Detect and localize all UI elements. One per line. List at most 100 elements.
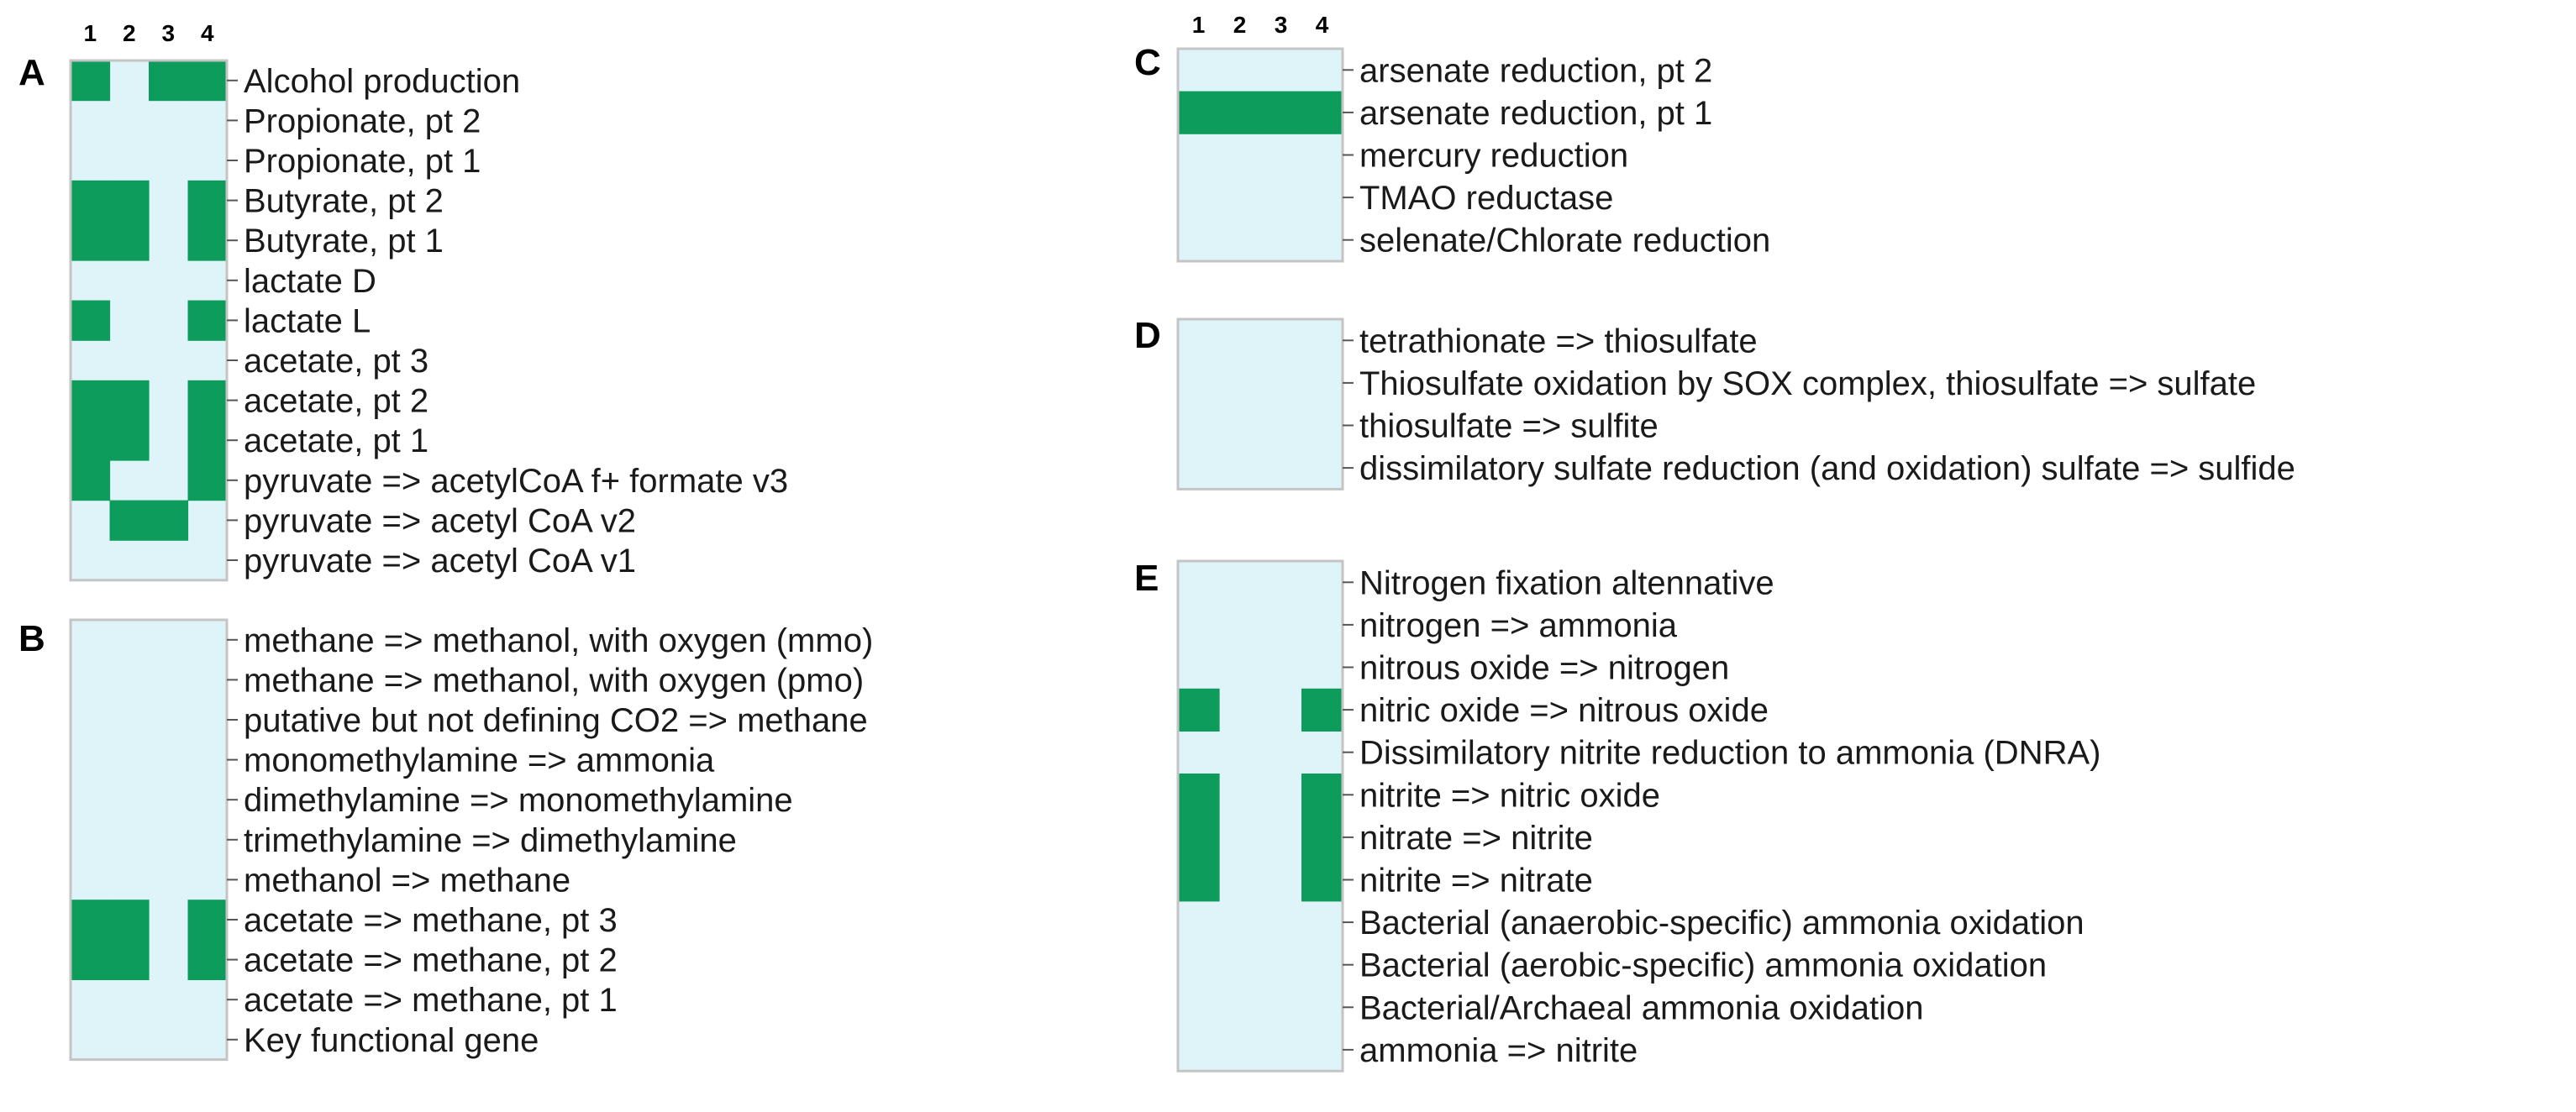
- column-header-a-3: 3: [161, 20, 175, 46]
- heatmap-cell-a-r1-c1: [71, 60, 111, 102]
- row-label-a-11: pyruvate => acetylCoA f+ formate v3: [244, 463, 788, 500]
- row-label-e-11: Bacterial/Archaeal ammonia oxidation: [1359, 989, 1923, 1026]
- row-label-e-4: nitric oxide => nitrous oxide: [1359, 692, 1769, 729]
- row-label-c-3: mercury reduction: [1359, 138, 1628, 175]
- column-header-c-4: 4: [1316, 12, 1329, 38]
- heatmap-cell-a-r5-c1: [71, 220, 111, 261]
- row-label-e-1: Nitrogen fixation altennative: [1359, 564, 1774, 601]
- heatmap-cell-a-r12-c3: [149, 500, 189, 541]
- row-label-a-2: Propionate, pt 2: [244, 102, 481, 139]
- heatmap-cell-e-r8-c4: [1301, 858, 1343, 902]
- row-label-b-2: methane => methanol, with oxygen (pmo): [244, 662, 864, 699]
- panel-letter-a: A: [18, 52, 45, 93]
- row-label-a-12: pyruvate => acetyl CoA v2: [244, 502, 636, 539]
- row-label-c-1: arsenate reduction, pt 2: [1359, 52, 1712, 89]
- heatmap-cell-e-r7-c1: [1178, 816, 1220, 859]
- heatmap-cell-a-r10-c1: [71, 420, 111, 461]
- panel-e-frame: [1176, 559, 1344, 1073]
- panel-c-background: [1178, 49, 1343, 261]
- row-label-b-7: methanol => methane: [244, 862, 570, 899]
- row-label-b-5: dimethylamine => monomethylamine: [244, 782, 793, 819]
- heatmap-cell-a-r11-c1: [71, 460, 111, 501]
- row-label-a-3: Propionate, pt 1: [244, 143, 481, 180]
- row-label-d-1: tetrathionate => thiosulfate: [1359, 323, 1758, 359]
- column-header-c-1: 1: [1192, 12, 1206, 38]
- panel-letter-c: C: [1134, 42, 1161, 83]
- heatmap-cell-c-r2-c2: [1219, 91, 1261, 134]
- row-label-b-9: acetate => methane, pt 2: [244, 942, 618, 979]
- row-label-c-2: arsenate reduction, pt 1: [1359, 95, 1712, 132]
- column-header-a-4: 4: [201, 20, 214, 46]
- row-label-d-3: thiosulfate => sulfite: [1359, 408, 1659, 445]
- heatmap-cell-b-r8-c2: [109, 900, 150, 941]
- heatmap-cell-a-r1-c4: [187, 60, 228, 102]
- heatmap-cell-e-r4-c4: [1301, 688, 1343, 732]
- row-label-a-13: pyruvate => acetyl CoA v1: [244, 543, 636, 580]
- row-label-b-4: monomethylamine => ammonia: [244, 742, 715, 779]
- row-label-e-6: nitrite => nitric oxide: [1359, 777, 1660, 814]
- heatmap-cell-a-r10-c2: [109, 420, 150, 461]
- row-label-e-7: nitrate => nitrite: [1359, 820, 1593, 857]
- row-label-a-8: acetate, pt 3: [244, 343, 428, 380]
- column-header-a-2: 2: [123, 20, 136, 46]
- heatmap-cell-c-r2-c3: [1260, 91, 1302, 134]
- heatmap-cell-a-r10-c4: [187, 420, 228, 461]
- heatmap-cell-e-r6-c4: [1301, 774, 1343, 817]
- heatmap-cell-a-r9-c4: [187, 380, 228, 421]
- heatmap-cell-b-r9-c1: [71, 939, 111, 980]
- panel-d-background: [1178, 319, 1343, 490]
- panel-b-background: [71, 620, 227, 1060]
- row-label-a-10: acetate, pt 1: [244, 422, 428, 459]
- heatmap-cell-a-r9-c2: [109, 380, 150, 421]
- row-label-e-8: nitrite => nitrate: [1359, 863, 1593, 900]
- heatmap-cell-e-r6-c1: [1178, 774, 1220, 817]
- row-label-a-4: Butyrate, pt 2: [244, 183, 444, 220]
- row-label-e-9: Bacterial (anaerobic-specific) ammonia o…: [1359, 905, 2084, 942]
- row-label-e-5: Dissimilatory nitrite reduction to ammon…: [1359, 735, 2100, 772]
- row-label-c-5: selenate/Chlorate reduction: [1359, 223, 1770, 260]
- heatmap-cell-a-r1-c3: [149, 60, 189, 102]
- row-label-d-2: Thiosulfate oxidation by SOX complex, th…: [1359, 365, 2256, 402]
- heatmap-cell-e-r7-c4: [1301, 816, 1343, 859]
- heatmap-cell-e-r4-c1: [1178, 688, 1220, 732]
- heatmap-cell-a-r7-c1: [71, 300, 111, 341]
- column-header-a-1: 1: [83, 20, 97, 46]
- panel-letter-e: E: [1134, 558, 1159, 599]
- heatmap-cell-c-r2-c4: [1301, 91, 1343, 134]
- row-label-e-3: nitrous oxide => nitrogen: [1359, 650, 1729, 687]
- heatmap-cell-b-r9-c4: [187, 939, 228, 980]
- row-label-a-1: Alcohol production: [244, 63, 520, 100]
- row-label-b-8: acetate => methane, pt 3: [244, 902, 618, 939]
- row-label-b-6: trimethylamine => dimethylamine: [244, 822, 737, 859]
- row-label-d-4: dissimilatory sulfate reduction (and oxi…: [1359, 450, 2295, 487]
- heatmap-cell-b-r9-c2: [109, 939, 150, 980]
- panel-letter-b: B: [18, 618, 45, 659]
- panel-letter-d: D: [1134, 315, 1161, 356]
- row-label-b-11: Key functional gene: [244, 1022, 539, 1059]
- heatmap-cell-c-r2-c1: [1178, 91, 1220, 134]
- heatmap-cell-a-r4-c1: [71, 180, 111, 221]
- column-header-c-3: 3: [1275, 12, 1288, 38]
- heatmap-cell-a-r4-c4: [187, 180, 228, 221]
- row-label-a-5: Butyrate, pt 1: [244, 223, 444, 260]
- row-label-b-3: putative but not defining CO2 => methane: [244, 702, 868, 739]
- row-label-e-10: Bacterial (aerobic-specific) ammonia oxi…: [1359, 947, 2047, 984]
- heatmap-cell-a-r5-c2: [109, 220, 150, 261]
- column-header-c-2: 2: [1233, 12, 1247, 38]
- row-label-c-4: TMAO reductase: [1359, 180, 1613, 217]
- heatmap-cell-a-r4-c2: [109, 180, 150, 221]
- row-label-a-6: lactate D: [244, 263, 376, 300]
- heatmap-cell-a-r9-c1: [71, 380, 111, 421]
- heatmap-cell-b-r8-c4: [187, 900, 228, 941]
- row-label-e-2: nitrogen => ammonia: [1359, 607, 1678, 644]
- heatmap-cell-a-r11-c4: [187, 460, 228, 501]
- row-label-e-12: ammonia => nitrite: [1359, 1032, 1638, 1069]
- row-label-a-9: acetate, pt 2: [244, 383, 428, 420]
- heatmap-cell-e-r8-c1: [1178, 858, 1220, 902]
- row-label-a-7: lactate L: [244, 302, 371, 339]
- heatmap-cell-a-r5-c4: [187, 220, 228, 261]
- panel-d-frame: [1176, 317, 1344, 490]
- heatmap-cell-a-r12-c2: [109, 500, 150, 541]
- heatmap-cell-a-r7-c4: [187, 300, 228, 341]
